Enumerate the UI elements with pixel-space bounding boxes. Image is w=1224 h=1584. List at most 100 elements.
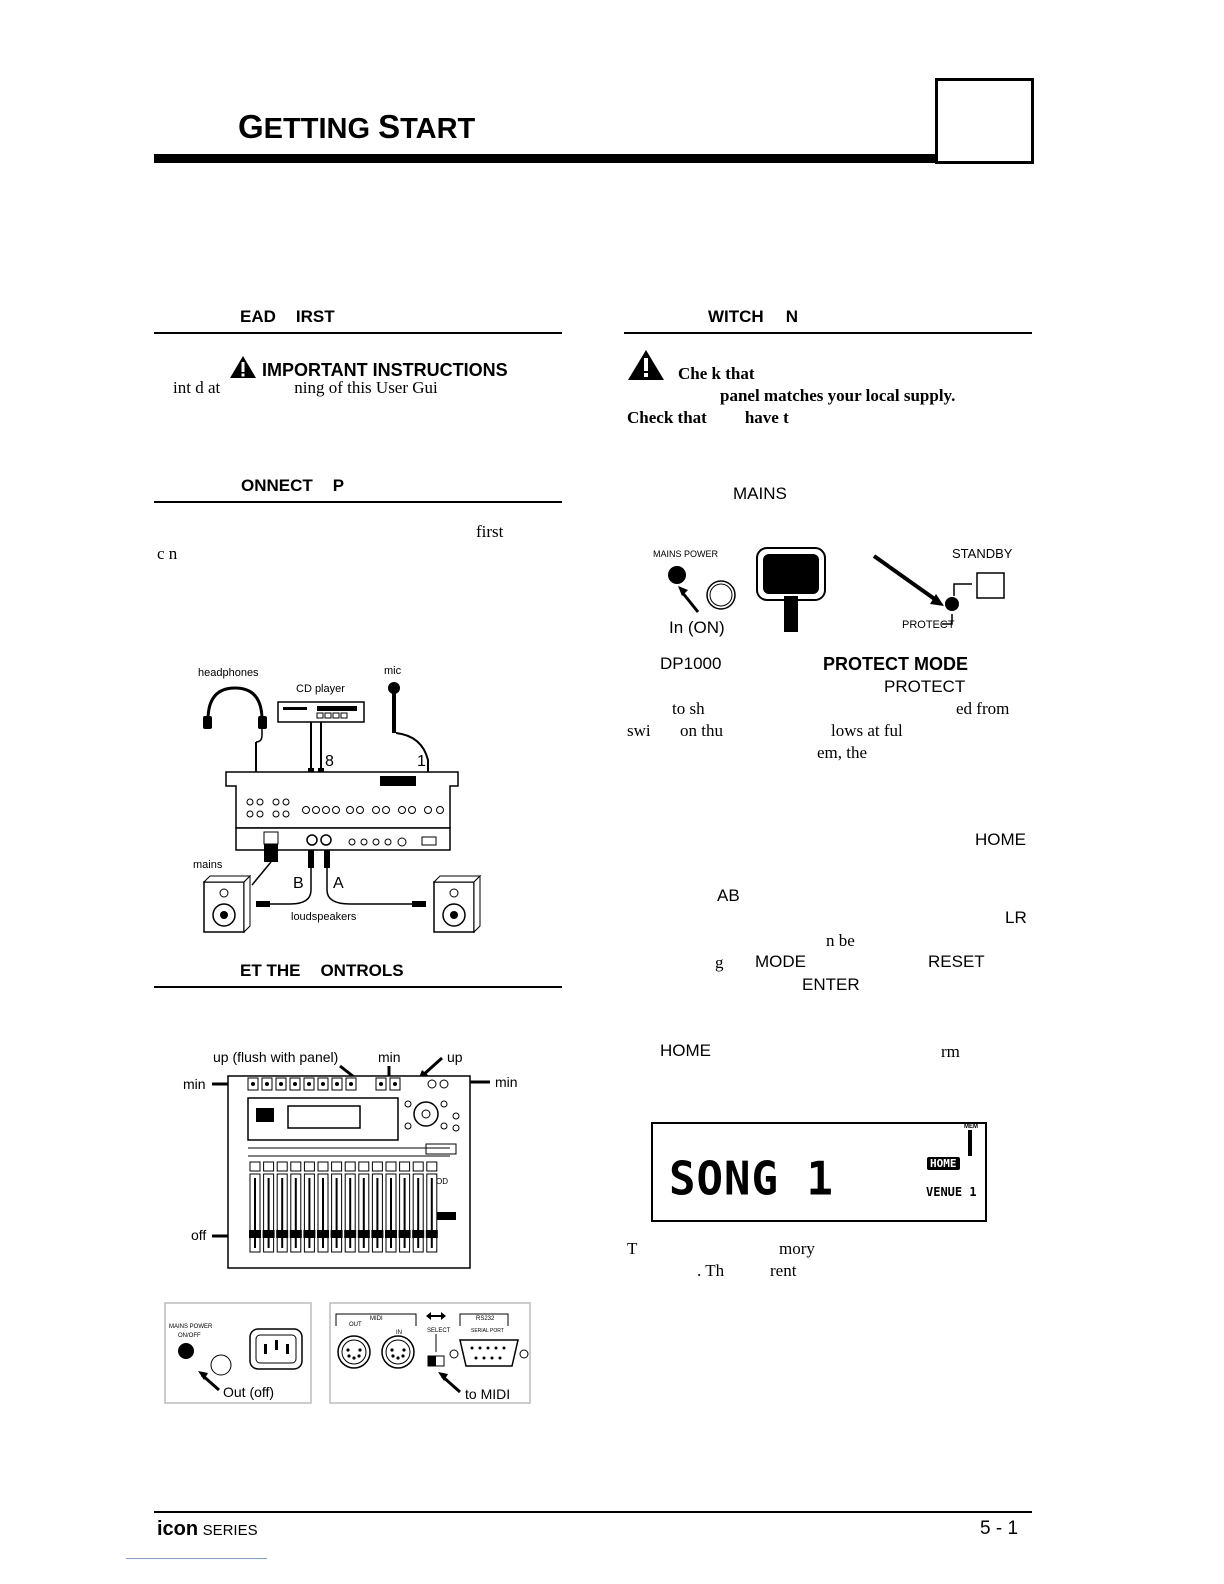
last-text-mory: mory (779, 1239, 815, 1258)
protect-text-em-the: em, the (817, 743, 868, 762)
label-channel-8: 8 (325, 753, 334, 770)
section-rule (624, 332, 1032, 334)
last-text-th: . Th (697, 1261, 725, 1280)
home-text-g: g (715, 953, 724, 972)
select-arrow-icon (426, 1312, 446, 1320)
protect-text-on-thu: on thu (680, 721, 723, 740)
page-number: 5 - 1 (980, 1518, 1019, 1539)
title-rule (154, 154, 938, 163)
iec-socket-icon (249, 1328, 303, 1370)
label-ab: AB (717, 886, 740, 905)
label-channel-1: 1 (417, 753, 426, 770)
connect-text-first: first (476, 522, 504, 541)
mains-indicator-icon (706, 580, 736, 610)
section-rule (154, 501, 562, 503)
protect-text-lows: lows at ful (831, 721, 903, 740)
link-underline (126, 1558, 267, 1559)
label-reset: RESET (928, 952, 985, 971)
chapter-tab-box (935, 78, 1034, 164)
label-midi: MIDI (370, 1316, 383, 1322)
mains-label: MAINS (733, 484, 787, 503)
display-meter-label: MEM (964, 1124, 978, 1130)
label-home-2: HOME (660, 1041, 711, 1060)
loudspeaker-right-icon (432, 874, 482, 934)
connect-text-cn: c n (157, 544, 178, 563)
svg-text:OD: OD (436, 1177, 448, 1186)
display-meter (968, 1130, 972, 1156)
label-min-top: min (378, 1049, 401, 1065)
label-out-off: Out (off) (223, 1384, 274, 1400)
label-loudspeakers: loudspeakers (291, 911, 357, 923)
rear-panel-diagram: MAINS POWER ON/OFF Out (off) MIDI OUT IN… (164, 1302, 531, 1404)
label-mode: MODE (755, 952, 806, 971)
label-serial-port: SERIAL PORT (471, 1328, 504, 1334)
label-home: HOME (975, 830, 1026, 849)
last-text-rent: rent (770, 1261, 797, 1280)
lcd-display: SONG 1 MEM HOME VENUE 1 (651, 1122, 987, 1222)
label-min-right: min (495, 1074, 518, 1090)
midi-in-icon (381, 1335, 415, 1369)
label-standby: STANDBY (952, 546, 1013, 561)
power-indicator-icon (210, 1354, 232, 1376)
important-instructions: IMPORTANT INSTRUCTIONS (229, 355, 508, 381)
mixer-icon (225, 771, 459, 851)
label-in-on: In (ON) (669, 618, 725, 637)
display-song: SONG 1 (669, 1152, 834, 1207)
power-diagram: MAINS POWER In (ON) STANDBY PROTECT (653, 546, 1013, 637)
power-button-icon (178, 1343, 194, 1359)
section-rule (154, 332, 562, 334)
protect-text-ed-from: ed from (956, 699, 1010, 718)
label-protect-mode: PROTECT MODE (823, 654, 969, 674)
power-plug-icon (756, 547, 826, 632)
label-output-a: A (333, 875, 344, 892)
warning-icon (628, 350, 664, 380)
label-dp1000: DP1000 (660, 654, 722, 673)
page-title: GETTING START (238, 108, 476, 145)
label-mic: mic (384, 665, 402, 677)
label-to-midi: to MIDI (465, 1386, 510, 1402)
section-rule (154, 986, 562, 988)
label-output-b: B (293, 875, 304, 892)
loudspeaker-left-icon (202, 874, 252, 934)
warning-icon (230, 356, 256, 378)
display-home: HOME (927, 1157, 960, 1170)
footer-rule (154, 1511, 1032, 1513)
fader-bank (249, 1161, 438, 1253)
label-protect-front: PROTECT (902, 619, 955, 631)
label-lr: LR (1005, 908, 1027, 927)
controls-diagram: up (flush with panel) min up min min off (183, 1049, 518, 1269)
label-enter: ENTER (802, 975, 860, 994)
mains-power-button-icon (668, 566, 686, 584)
label-off: off (191, 1227, 206, 1243)
display-venue: VENUE 1 (926, 1185, 977, 1199)
label-rs232: RS232 (476, 1316, 495, 1322)
home-text-n-be: n be (826, 931, 855, 950)
footer-brand: icon SERIES (157, 1518, 258, 1540)
protect-text-swi: swi (627, 721, 651, 740)
label-up-right: up (447, 1049, 463, 1065)
home-line-text-rm: rm (941, 1042, 960, 1061)
label-headphones: headphones (198, 667, 259, 679)
label-midi-in: IN (396, 1330, 402, 1336)
label-mains: mains (193, 859, 223, 871)
protect-text-to-sh: to sh (672, 699, 705, 718)
check-text-b: panel matches your local supply. (720, 386, 956, 405)
protect-led-icon (945, 597, 959, 611)
label-protect: PROTECT (884, 677, 966, 696)
last-text-t: T (627, 1239, 638, 1258)
label-midi-out: OUT (349, 1322, 362, 1328)
label-mains-power-front: MAINS POWER (653, 549, 719, 559)
serial-port-icon (449, 1339, 529, 1367)
label-cd-player: CD player (296, 683, 345, 695)
label-up-flush: up (flush with panel) (213, 1049, 338, 1065)
label-on-off: ON/OFF (178, 1333, 201, 1339)
midi-out-icon (337, 1335, 371, 1369)
label-mains-power: MAINS POWER (169, 1324, 213, 1330)
label-min-left: min (183, 1076, 206, 1092)
